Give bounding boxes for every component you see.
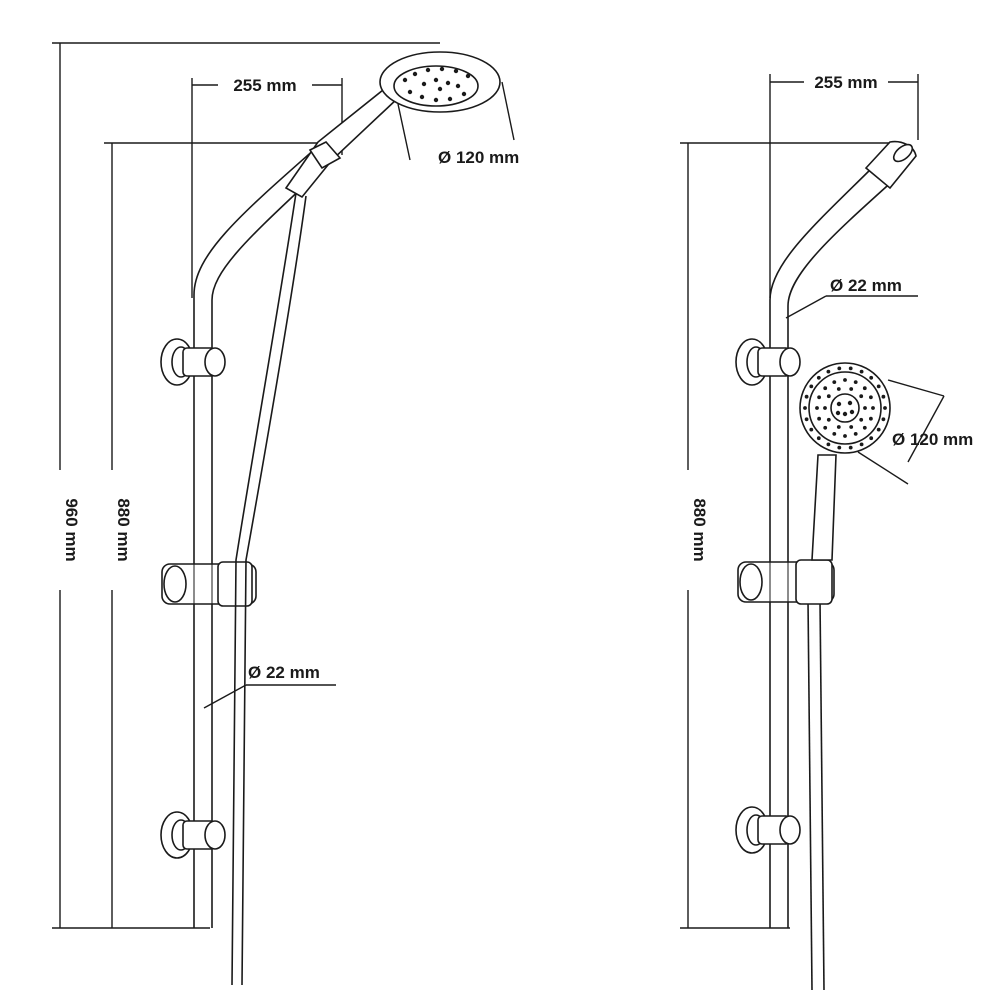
nozzle-dot	[836, 425, 841, 429]
nozzle-dot	[837, 445, 842, 450]
nozzle-dot	[843, 434, 847, 438]
nozzle-dot	[848, 366, 853, 371]
left-dim-255: 255 mm	[191, 76, 343, 298]
nozzle-dot	[849, 387, 854, 391]
nozzle-dot	[859, 442, 864, 447]
right-bracket-top	[735, 338, 801, 386]
nozzle-dot	[876, 427, 881, 432]
nozzle-dot	[859, 394, 864, 399]
right-pipe-end	[864, 140, 917, 190]
nozzle-dot	[826, 394, 831, 399]
right-dim-head-diameter: Ø 120 mm	[857, 379, 973, 485]
left-dim-rail-diameter: Ø 22 mm	[203, 663, 336, 709]
left-handset-nozzles	[402, 66, 471, 103]
left-dim-width-label: 255 mm	[233, 76, 296, 95]
right-dim-head-diameter-label: Ø 120 mm	[892, 430, 973, 449]
nozzle-dot	[809, 384, 814, 389]
right-dim-width-label: 255 mm	[814, 73, 877, 92]
right-rail-pipe-inner	[787, 177, 897, 928]
right-view: 880 mm 255 mm	[680, 73, 973, 991]
right-slider-holder	[737, 559, 835, 605]
left-handset	[284, 51, 501, 199]
nozzle-dot	[869, 416, 873, 421]
right-bracket-bottom	[735, 806, 801, 854]
right-dim-rail-diameter-label: Ø 22 mm	[830, 276, 902, 295]
right-handset-nozzles	[803, 366, 887, 450]
left-dim-total-height-label: 960 mm	[62, 498, 81, 561]
nozzle-dot	[817, 395, 821, 400]
left-dim-head-diameter-label: Ø 120 mm	[438, 148, 519, 167]
left-view: 960 mm 880 mm 255 mm	[52, 42, 519, 986]
nozzle-dot	[853, 380, 858, 384]
nozzle-dot	[836, 387, 841, 391]
left-dim-880: 880 mm	[104, 142, 318, 928]
left-rail-pipe	[193, 147, 317, 928]
nozzle-dot	[823, 406, 827, 410]
left-hose	[231, 192, 297, 986]
right-handset	[799, 362, 891, 561]
right-hose-inner	[819, 599, 825, 991]
left-dim-rail-height-label: 880 mm	[114, 498, 133, 561]
right-dim-rail-diameter: Ø 22 mm	[785, 276, 918, 319]
nozzle-dot	[837, 366, 842, 371]
left-bracket-top	[160, 338, 226, 386]
nozzle-dot	[832, 380, 837, 384]
nozzle-dot	[817, 416, 821, 421]
left-dim-head-diameter: Ø 120 mm	[397, 81, 519, 167]
nozzle-dot	[815, 406, 819, 410]
nozzle-dot	[881, 394, 886, 399]
left-dim-rail-diameter-label: Ø 22 mm	[248, 663, 320, 682]
nozzle-dot	[847, 400, 853, 406]
nozzle-dot	[883, 406, 887, 410]
nozzle-dot	[835, 410, 841, 416]
nozzle-dot	[826, 417, 831, 422]
left-bracket-bottom	[160, 811, 226, 859]
nozzle-dot	[862, 425, 867, 430]
right-rail-pipe	[769, 159, 881, 928]
right-dim-880: 880 mm	[680, 142, 890, 929]
left-slider-holder	[161, 561, 257, 607]
nozzle-dot	[871, 406, 875, 410]
nozzle-dot	[804, 417, 809, 422]
nozzle-dot	[816, 436, 821, 441]
nozzle-dot	[863, 406, 867, 410]
nozzle-dot	[816, 375, 821, 380]
nozzle-dot	[853, 432, 858, 436]
nozzle-dot	[823, 386, 828, 391]
nozzle-dot	[859, 417, 864, 422]
nozzle-dot	[869, 436, 874, 441]
nozzle-dot	[876, 384, 881, 389]
nozzle-dot	[859, 369, 864, 374]
nozzle-dot	[826, 442, 831, 447]
nozzle-dot	[804, 394, 809, 399]
nozzle-dot	[881, 417, 886, 422]
nozzle-dot	[849, 425, 854, 429]
nozzle-dot	[832, 432, 837, 436]
left-hose-inner	[241, 195, 307, 986]
right-dim-255: 255 mm	[769, 73, 919, 298]
nozzle-dot	[843, 378, 847, 382]
left-dim-960: 960 mm	[52, 42, 440, 929]
nozzle-dot	[848, 445, 853, 450]
right-hose	[807, 599, 813, 991]
nozzle-dot	[869, 375, 874, 380]
right-dim-rail-height-label: 880 mm	[690, 498, 709, 561]
left-rail-pipe-inner	[211, 164, 327, 928]
nozzle-dot	[849, 409, 855, 415]
nozzle-dot	[823, 425, 828, 430]
nozzle-dot	[803, 406, 807, 410]
nozzle-dot	[869, 395, 873, 400]
nozzle-dot	[809, 427, 814, 432]
nozzle-dot	[836, 401, 842, 407]
nozzle-dot	[862, 386, 867, 391]
nozzle-dot	[826, 369, 831, 374]
nozzle-dot	[842, 411, 848, 417]
